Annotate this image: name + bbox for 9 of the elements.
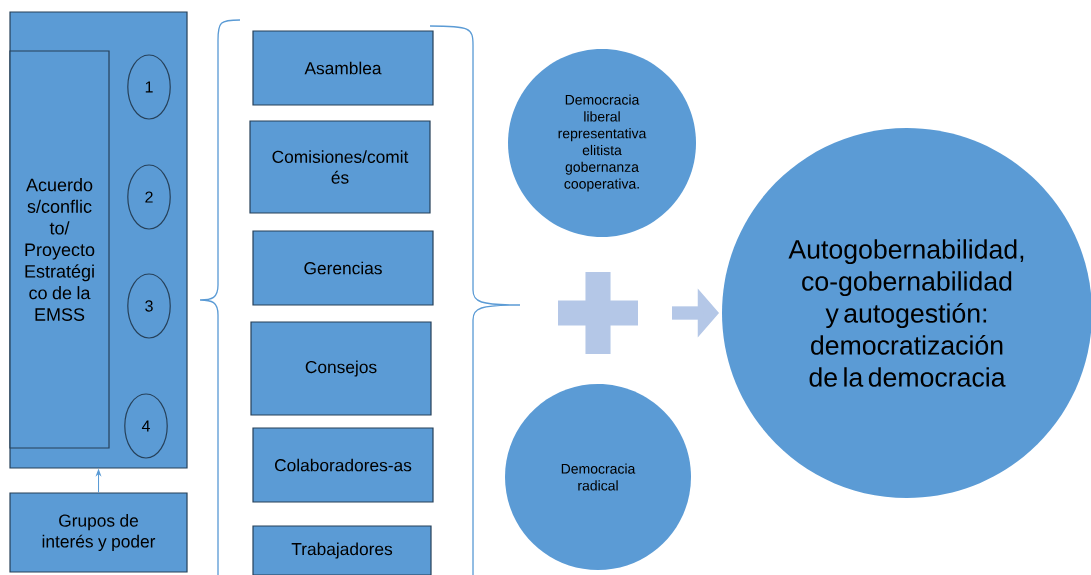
process-box: Gerencias xyxy=(252,230,434,306)
process-box: Grupos de interés y poder xyxy=(9,492,188,573)
process-box: Trabajadores xyxy=(252,525,432,575)
process-box: Comisiones/comit és xyxy=(249,120,431,214)
process-box: Consejos xyxy=(250,321,432,416)
process-box: Acuerdo s/conflic to/ Proyecto Estratégi co de la EMSS xyxy=(9,50,110,449)
process-box: Asamblea xyxy=(252,30,434,106)
process-box: Colaboradores-as xyxy=(252,427,434,503)
plus-sign xyxy=(558,272,638,354)
